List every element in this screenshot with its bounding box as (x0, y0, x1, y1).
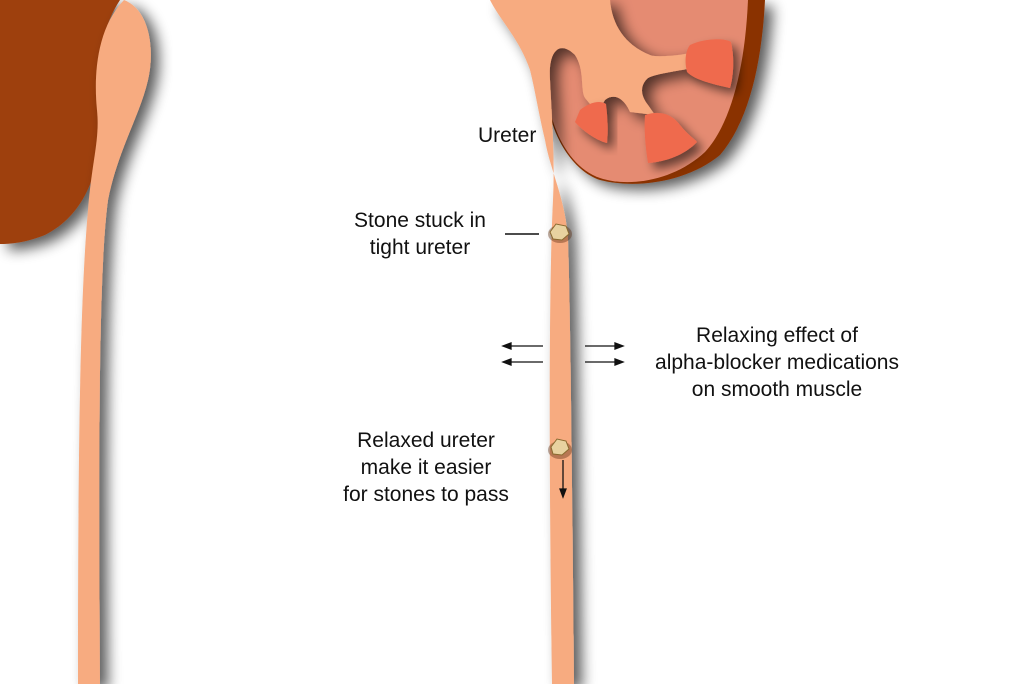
left-kidney (0, 0, 120, 244)
label-line: Relaxed ureter (357, 429, 495, 452)
label-relaxed-ureter: Relaxed ureter make it easier for stones… (326, 427, 526, 508)
left-ureter (78, 0, 151, 684)
label-line: tight ureter (369, 236, 471, 259)
label-line: alpha-blocker medications (655, 351, 899, 374)
relax-arrows (501, 342, 625, 499)
label-stone-stuck: Stone stuck in tight ureter (340, 207, 500, 261)
label-ureter: Ureter (478, 124, 537, 147)
calyx (575, 102, 608, 143)
label-line: Stone stuck in (354, 209, 486, 232)
label-line: make it easier (360, 456, 492, 479)
calyx (685, 39, 734, 88)
stone-stuck (548, 223, 572, 243)
label-relaxing-effect: Relaxing effect of alpha-blocker medicat… (630, 322, 924, 403)
stone-passing (548, 438, 572, 459)
label-line: on smooth muscle (691, 378, 863, 401)
label-line: for stones to pass (343, 483, 509, 506)
calyx (644, 112, 697, 163)
label-line: Relaxing effect of (696, 324, 858, 347)
right-ureter (490, 0, 705, 684)
